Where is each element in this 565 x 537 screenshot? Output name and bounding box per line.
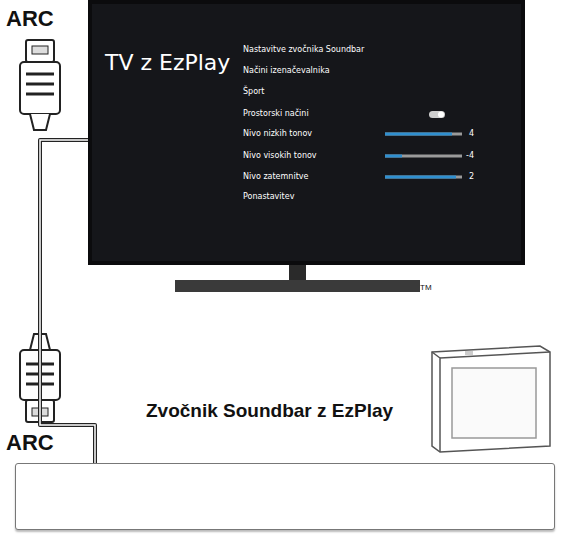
screen-title: TV z EzPlay <box>105 50 230 75</box>
slider-value: 2 <box>469 172 474 181</box>
slider-value: -4 <box>466 151 474 160</box>
tv-screen: TV z EzPlay Nastavitve zvočnika SoundbarN… <box>88 0 525 265</box>
menu-item: Načini izenačevalnika <box>243 66 330 75</box>
toggle-switch <box>429 111 445 118</box>
menu-item: Šport <box>243 87 264 96</box>
menu-item: Nivo visokih tonov <box>243 151 317 160</box>
slider-track <box>385 133 462 136</box>
soundbar: Zvočnik Soundbar z EzPlay <box>15 463 555 530</box>
menu-item: Nivo nizkih tonov <box>243 129 312 138</box>
slider-fill <box>385 133 452 136</box>
hdmi-plug <box>20 40 60 130</box>
port-label: ARC <box>6 6 54 32</box>
slider-fill <box>385 155 402 158</box>
slider-track <box>385 176 462 179</box>
port-label: ARC <box>6 430 54 456</box>
slider-track <box>385 155 462 158</box>
tv-base <box>175 280 420 292</box>
cable-highlight <box>40 140 95 463</box>
menu-item: Nivo zatemnitve <box>243 172 308 181</box>
hdmi-cable <box>40 140 95 463</box>
subwoofer <box>432 346 550 452</box>
menu-item: Ponastavitev <box>243 192 294 201</box>
tv-neck <box>289 265 306 281</box>
slider-fill <box>385 176 456 179</box>
trademark: TM <box>420 283 432 292</box>
tv-screen <box>88 0 525 265</box>
toggle-knob <box>438 112 444 118</box>
menu-item: Nastavitve zvočnika Soundbar <box>243 45 364 54</box>
slider-value: 4 <box>469 129 474 138</box>
menu-item: Prostorski načini <box>243 109 309 118</box>
tv-panel <box>92 4 521 261</box>
device-heading: Zvočnik Soundbar z EzPlay <box>146 400 396 422</box>
